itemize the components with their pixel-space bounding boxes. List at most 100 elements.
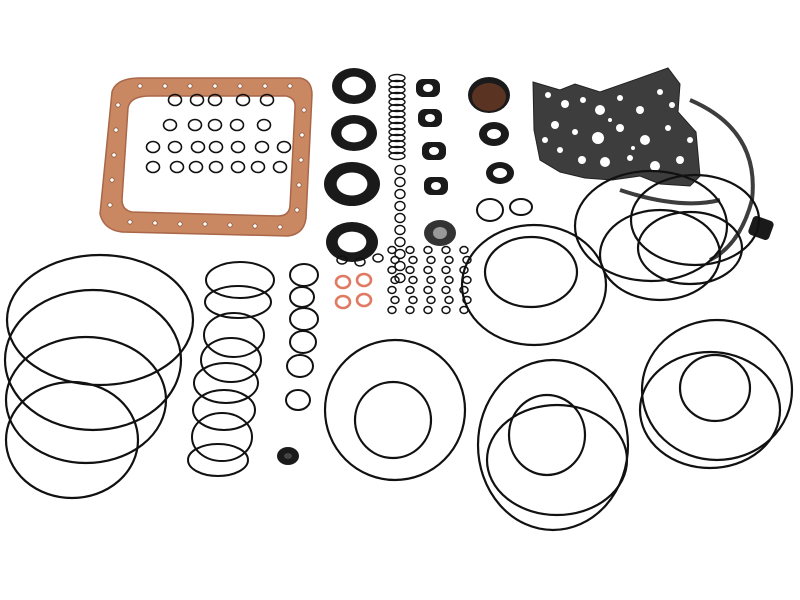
plate-hole (640, 135, 650, 145)
tiny-o-ring (388, 127, 406, 137)
dot-o-ring (444, 255, 454, 265)
dot-o-ring (408, 295, 418, 305)
plate-hole (627, 155, 633, 161)
sealing-ring (191, 412, 253, 462)
plate-hole (676, 156, 684, 164)
dot-o-ring (459, 265, 469, 275)
plate-hole (580, 97, 586, 103)
square-cut-seals (416, 79, 456, 246)
dot-o-ring (426, 255, 436, 265)
gasket-hole (294, 207, 300, 213)
dot-o-ring (387, 265, 397, 275)
small-o-ring (207, 118, 223, 132)
large-o-ring (476, 358, 630, 532)
plate-hole (578, 156, 586, 164)
large-o-ring (485, 403, 629, 517)
large-o-ring (323, 338, 467, 482)
gasket-hole (277, 224, 283, 230)
small-o-ring (207, 93, 223, 107)
dot-o-ring (423, 285, 433, 295)
gasket-hole (296, 182, 302, 188)
dot-o-ring (405, 265, 415, 275)
sealing-ring (200, 337, 262, 383)
tiny-o-ring (394, 176, 406, 188)
large-o-ring (640, 318, 794, 462)
tiny-o-ring (388, 139, 406, 149)
tiny-o-ring (388, 109, 406, 119)
dot-o-ring (462, 275, 472, 285)
large-o-ring (4, 335, 168, 465)
sealing-ring (187, 443, 249, 477)
small-o-ring (169, 160, 185, 174)
plate-hole (561, 100, 569, 108)
tiny-o-ring (388, 79, 406, 89)
large-o-ring (483, 235, 579, 309)
dot-o-ring (423, 305, 433, 315)
sealing-ring (192, 389, 256, 431)
dot-o-ring (408, 255, 418, 265)
small-o-ring (208, 160, 224, 174)
small-o-ring (167, 93, 183, 107)
plate-hole (657, 89, 663, 95)
gasket-hole (298, 157, 304, 163)
plate-hole (669, 102, 675, 108)
gasket-hole (299, 132, 305, 138)
tiny-o-ring (388, 145, 406, 155)
small-o-ring (167, 140, 183, 154)
gasket-hole (162, 83, 168, 89)
medium-o-ring (286, 354, 314, 378)
gasket-hole (115, 102, 121, 108)
dot-o-ring (336, 255, 348, 265)
large-o-ring (507, 393, 587, 477)
gasket-hole (111, 152, 117, 158)
gasket-hole (212, 83, 218, 89)
small-o-ring (230, 160, 246, 174)
lip-seal-bore (341, 76, 367, 96)
dot-o-ring (405, 245, 415, 255)
dot-o-ring (441, 265, 451, 275)
medium-o-ring (289, 330, 317, 354)
lip-seals (324, 68, 380, 262)
large-o-ring (5, 253, 195, 387)
gasket-hole (287, 83, 293, 89)
square-seal-bore (425, 114, 435, 122)
dot-o-ring (459, 285, 469, 295)
gasket-hole (109, 177, 115, 183)
dot-o-ring (459, 305, 469, 315)
gasket-hole (127, 219, 133, 225)
brown-seal-cap (468, 77, 510, 113)
small-o-ring (188, 160, 204, 174)
plate-hole (650, 161, 660, 171)
tiny-o-ring (388, 121, 406, 131)
tiny-o-ring (388, 103, 406, 113)
large-o-ring (573, 169, 729, 283)
dot-o-ring (426, 295, 436, 305)
tiny-o-ring (394, 272, 406, 284)
plate-hole (551, 121, 559, 129)
small-o-ring (145, 140, 161, 154)
sealing-ring (203, 312, 265, 358)
small-orings-pair (476, 198, 533, 222)
plate-hole (592, 132, 604, 144)
tiny-o-ring (388, 151, 406, 161)
gasket-hole (177, 221, 183, 227)
dot-o-ring (444, 275, 454, 285)
dot-o-ring (462, 295, 472, 305)
small-o-ring (229, 118, 245, 132)
medium-o-ring (285, 389, 311, 411)
medium-o-ring (289, 263, 319, 287)
gasket-hole (113, 127, 119, 133)
small-o-ring (230, 140, 246, 154)
plate-hole (545, 92, 551, 98)
copper-washers (334, 272, 373, 310)
small-o-ring (272, 160, 288, 174)
plate-hole (572, 129, 578, 135)
bonded-seal-core (433, 227, 447, 239)
lip-seal-bore (337, 231, 367, 253)
dot-o-ring (387, 305, 397, 315)
dot-o-ring (390, 275, 400, 285)
large-o-ring (598, 208, 722, 302)
dot-o-ring (390, 295, 400, 305)
small-o-ring (189, 93, 205, 107)
tiny-o-ring (388, 73, 406, 83)
